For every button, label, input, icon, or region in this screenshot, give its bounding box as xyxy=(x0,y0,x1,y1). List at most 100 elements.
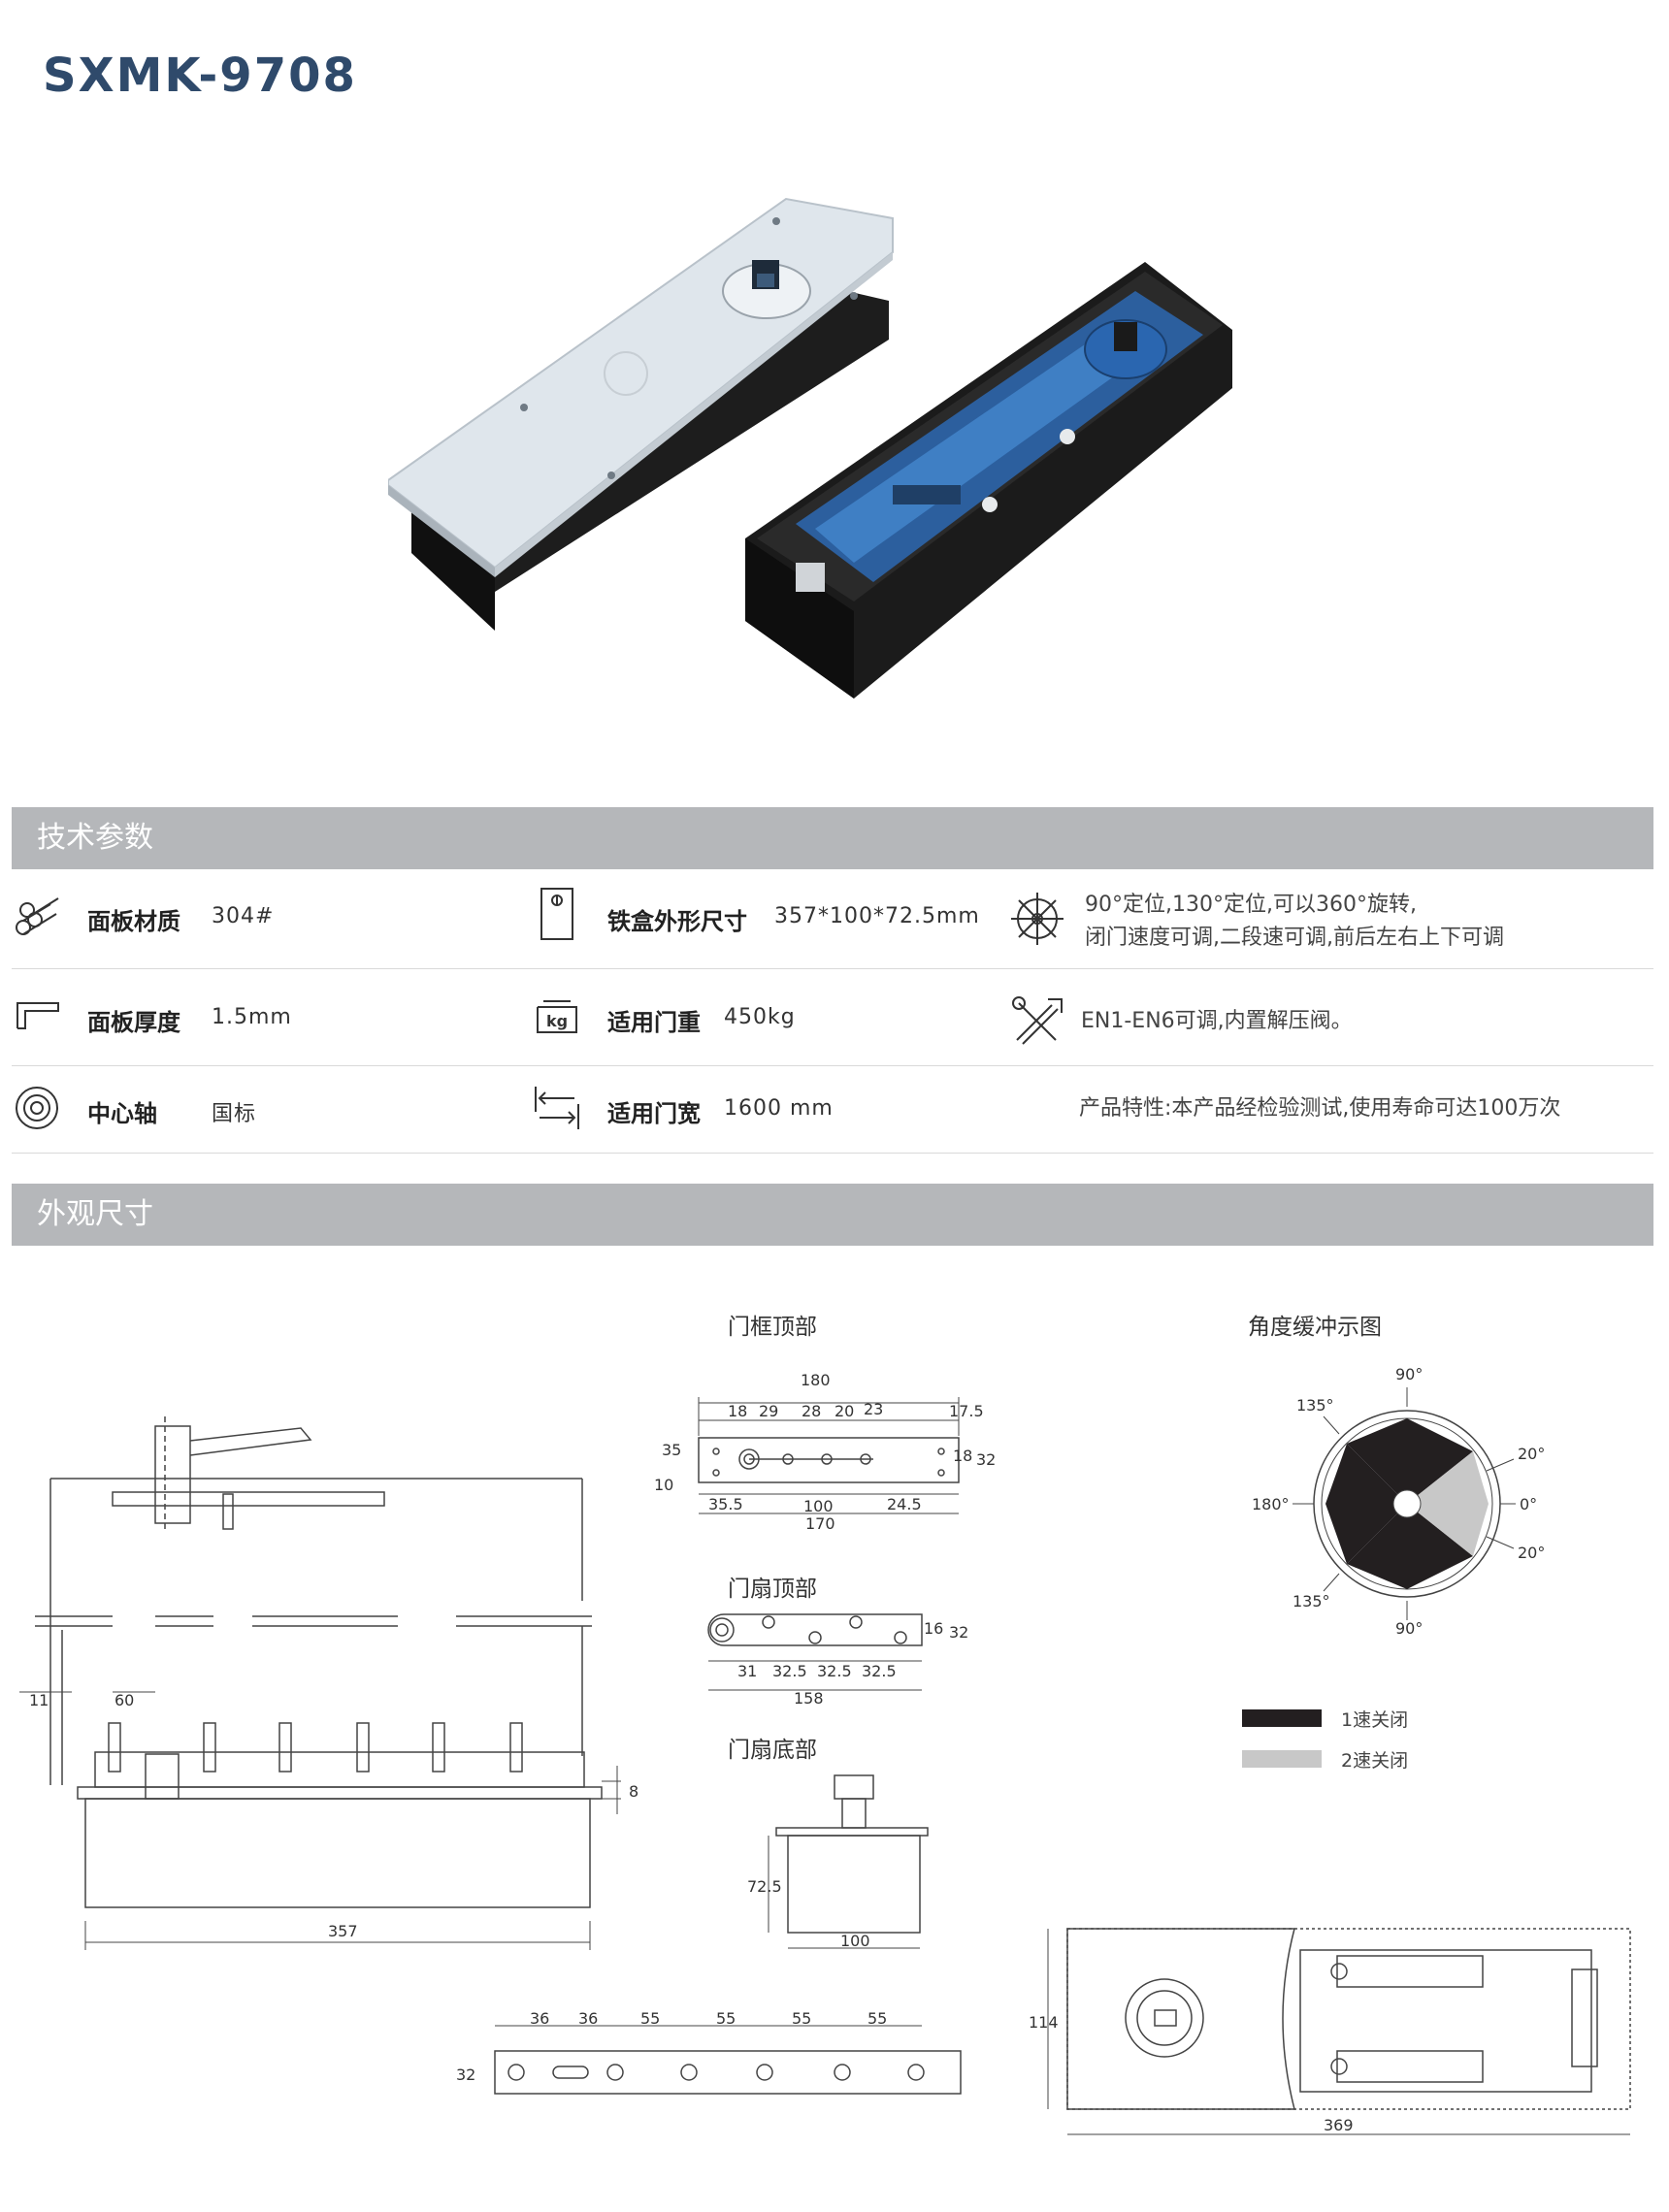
box-top-view-drawing: 114 369 xyxy=(1029,1928,1631,2135)
angle-20-bottom: 20° xyxy=(1518,1544,1545,1562)
bottom-dim-100: 100 xyxy=(840,1932,870,1950)
weight-kg-icon: kg xyxy=(537,1000,577,1033)
dim-35: 35 xyxy=(662,1441,681,1459)
leaf-dim-32-5c: 32.5 xyxy=(862,1662,897,1680)
open-unit-image xyxy=(745,262,1232,699)
dim-28: 28 xyxy=(802,1402,821,1420)
angle-profile-icon xyxy=(16,1002,59,1029)
dim-35-5: 35.5 xyxy=(708,1495,743,1513)
angle-180: 180° xyxy=(1252,1495,1290,1513)
strip-dim-36a: 36 xyxy=(530,2009,549,2028)
legend-speed1-label: 1速关闭 xyxy=(1341,1709,1409,1731)
dim-180: 180 xyxy=(801,1371,831,1389)
rotation-wheel-icon xyxy=(1011,893,1064,945)
speed1-sector-a xyxy=(1347,1418,1407,1504)
angle-135-top: 135° xyxy=(1296,1396,1334,1415)
caption-leaf-bottom: 门扇底部 xyxy=(728,1738,817,1763)
section-dimensions: 外观尺寸 xyxy=(12,1184,1653,1246)
spec-row-2 xyxy=(12,968,1653,1066)
speed2-sector-top xyxy=(1407,1451,1489,1504)
caption-angle-diagram: 角度缓冲示图 xyxy=(1248,1315,1382,1340)
speed1-sector-f xyxy=(1407,1504,1473,1589)
leaf-dim-158: 158 xyxy=(794,1689,824,1708)
box-icon xyxy=(540,888,573,940)
angle-buffer-diagram: 90° 135° 20° 180° 0° 20° 135° 90° xyxy=(1252,1365,1545,1638)
speed2-sector-bottom xyxy=(1407,1504,1489,1556)
leaf-dim-32-5b: 32.5 xyxy=(817,1662,852,1680)
frame-top-drawing: 180 18 29 28 20 23 17.5 35 10 18 32 35.5… xyxy=(654,1371,996,1533)
material-bars-icon xyxy=(16,897,59,935)
dim-18a: 18 xyxy=(728,1402,747,1420)
door-weight-value: 450kg xyxy=(724,1005,796,1029)
dim-10: 10 xyxy=(654,1476,673,1494)
leaf-dim-31: 31 xyxy=(737,1662,757,1680)
door-width-label: 适用门宽 xyxy=(607,1100,701,1127)
dim-357: 357 xyxy=(328,1922,358,1940)
adjust-note: EN1-EN6可调,内置解压阀。 xyxy=(1081,1009,1353,1033)
panel-thickness-label: 面板厚度 xyxy=(87,1009,180,1036)
dim-24-5: 24.5 xyxy=(887,1495,922,1513)
model-title: SXMK-9708 xyxy=(43,49,357,103)
caption-frame-top: 门框顶部 xyxy=(728,1315,817,1340)
strip-dim-55a: 55 xyxy=(640,2009,660,2028)
angle-20-top: 20° xyxy=(1518,1445,1545,1463)
angle-135-bottom: 135° xyxy=(1293,1592,1330,1610)
dim-29: 29 xyxy=(759,1402,778,1420)
box-dim-369: 369 xyxy=(1324,2116,1354,2134)
speed1-sector-c xyxy=(1325,1504,1407,1564)
tools-icon xyxy=(1012,996,1063,1045)
rotation-note-line2: 闭门速度可调,二段速可调,前后左右上下可调 xyxy=(1085,926,1504,950)
product-render xyxy=(388,197,1232,699)
angle-90-bottom: 90° xyxy=(1395,1619,1423,1638)
rotation-note: 90°定位,130°定位,可以360°旋转, 闭门速度可调,二段速可调,前后左右… xyxy=(1085,889,1504,955)
center-axis-value: 国标 xyxy=(212,1102,257,1126)
leaf-dim-32: 32 xyxy=(949,1623,968,1642)
strip-dim-32: 32 xyxy=(456,2066,475,2084)
box-dim-114: 114 xyxy=(1029,2013,1059,2032)
dim-18b: 18 xyxy=(953,1447,972,1465)
closed-unit-image xyxy=(388,197,894,631)
section-tech-params: 技术参数 xyxy=(12,807,1653,869)
kg-icon-text: kg xyxy=(546,1012,568,1030)
speed1-sector-b xyxy=(1325,1444,1407,1504)
bottom-dim-72-5: 72.5 xyxy=(747,1877,782,1896)
width-arrows-icon xyxy=(535,1087,579,1129)
legend-speed2-label: 2速关闭 xyxy=(1341,1750,1409,1772)
rotation-note-line1: 90°定位,130°定位,可以360°旋转, xyxy=(1085,893,1417,917)
angle-90-top: 90° xyxy=(1395,1365,1423,1383)
door-width-value: 1600 mm xyxy=(724,1096,834,1121)
legend-speed1-swatch xyxy=(1242,1709,1322,1727)
dim-60: 60 xyxy=(115,1691,134,1709)
leaf-dim-32-5a: 32.5 xyxy=(772,1662,807,1680)
dim-32: 32 xyxy=(976,1450,996,1469)
box-size-value: 357*100*72.5mm xyxy=(774,904,980,928)
dim-100: 100 xyxy=(803,1497,834,1515)
spec-row-1 xyxy=(12,871,1653,969)
strip-dim-36b: 36 xyxy=(578,2009,598,2028)
door-weight-label: 适用门重 xyxy=(607,1009,701,1036)
caption-leaf-top: 门扇顶部 xyxy=(728,1577,817,1602)
strip-dim-55d: 55 xyxy=(867,2009,887,2028)
dim-170: 170 xyxy=(805,1514,835,1533)
dim-8: 8 xyxy=(629,1782,638,1801)
leaf-top-drawing: 16 32 31 32.5 32.5 32.5 158 xyxy=(707,1613,968,1708)
spec-row-3 xyxy=(12,1065,1653,1154)
speed1-sector-e xyxy=(1407,1418,1473,1504)
panel-thickness-value: 1.5mm xyxy=(212,1005,292,1029)
spring-pins xyxy=(108,1722,523,1800)
dim-17-5: 17.5 xyxy=(949,1402,984,1420)
dim-20: 20 xyxy=(834,1402,854,1420)
dim-11: 11 xyxy=(29,1691,49,1709)
legend-speed2-swatch xyxy=(1242,1750,1322,1768)
speed1-sector-d xyxy=(1347,1504,1407,1589)
product-feature-note: 产品特性:本产品经检验测试,使用寿命可达100万次 xyxy=(1079,1096,1561,1121)
leaf-dim-16: 16 xyxy=(924,1619,943,1638)
box-size-label: 铁盒外形尺寸 xyxy=(607,908,747,935)
strip-dim-55c: 55 xyxy=(792,2009,811,2028)
axis-circle-icon xyxy=(16,1087,58,1129)
panel-material-label: 面板材质 xyxy=(87,908,180,935)
strip-dim-55b: 55 xyxy=(716,2009,736,2028)
panel-material-value: 304# xyxy=(212,904,275,928)
center-axis-label: 中心轴 xyxy=(87,1100,157,1127)
leaf-bottom-drawing: 72.5 100 xyxy=(747,1774,929,1950)
